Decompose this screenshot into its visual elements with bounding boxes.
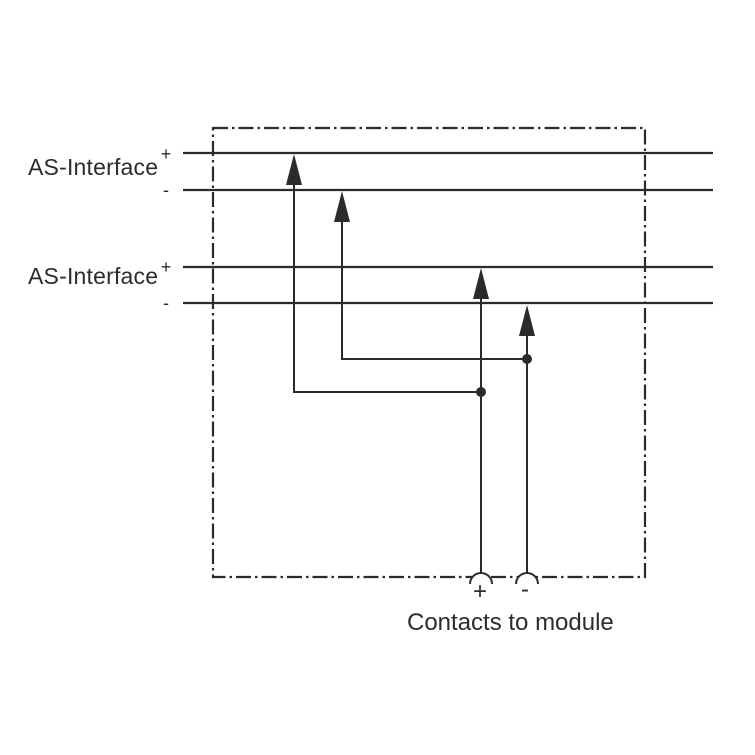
up-arrow-icon-bus1-plus bbox=[286, 154, 302, 185]
plus-junction-dot bbox=[476, 387, 486, 397]
up-arrow-icon-bus2-plus bbox=[473, 268, 489, 299]
contacts-caption: Contacts to module bbox=[407, 609, 614, 636]
plus-contact-arc bbox=[469, 572, 493, 585]
bus2-minus-sign: - bbox=[163, 293, 169, 313]
minus-junction-dot bbox=[522, 354, 532, 364]
up-arrow-icon-bus1-minus bbox=[334, 191, 350, 222]
bus2-plus-sign: + bbox=[160, 257, 172, 277]
bus2-label: AS-Interface bbox=[28, 263, 159, 289]
plus-wire bbox=[293, 158, 482, 573]
module-boundary bbox=[211, 126, 647, 579]
minus-wire bbox=[341, 195, 528, 573]
bus1-plus-sign: + bbox=[160, 144, 172, 164]
bus1-label: AS-Interface bbox=[28, 154, 159, 180]
up-arrow-icon-bus2-minus bbox=[519, 305, 535, 336]
minus-contact-arc bbox=[515, 572, 539, 585]
contact-minus-sign: - bbox=[521, 576, 529, 603]
contact-plus-sign: + bbox=[472, 578, 488, 605]
bus1-minus-sign: - bbox=[163, 180, 169, 200]
